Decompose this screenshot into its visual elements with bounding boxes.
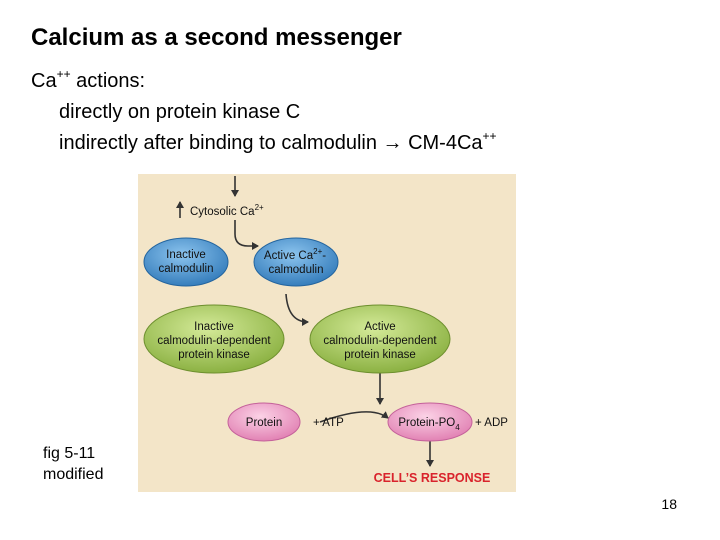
slide-title: Calcium as a second messenger xyxy=(31,24,402,51)
plus-adp-label: + ADP xyxy=(475,417,508,429)
calcium-pathway-figure: Cytosolic Ca2+ Inactive calmodulin Activ… xyxy=(138,174,516,492)
indirect-text: indirectly after binding to calmodulin xyxy=(59,132,383,154)
inactive-kinase-node: Inactive calmodulin-dependent protein ki… xyxy=(143,304,285,374)
protein-po4-node: Protein-PO4 xyxy=(387,402,473,442)
slide-body: Ca++ actions: directly on protein kinase… xyxy=(31,66,497,159)
body-line-direct: directly on protein kinase C xyxy=(59,101,301,123)
arrow-protein-to-po4 xyxy=(319,411,389,423)
body-line-ca-actions: Ca++ actions: xyxy=(31,66,497,97)
inactive-calmodulin-node: Inactive calmodulin xyxy=(143,237,229,287)
svg-text:protein kinase: protein kinase xyxy=(344,349,416,361)
svg-text:Protein: Protein xyxy=(246,417,282,429)
plus-atp-label: + ATP xyxy=(313,417,344,429)
svg-text:protein kinase: protein kinase xyxy=(178,349,250,361)
svg-text:Inactive: Inactive xyxy=(194,321,234,333)
caption-line-modified: modified xyxy=(43,466,104,483)
svg-text:calmodulin-dependent: calmodulin-dependent xyxy=(157,335,271,347)
cells-response-label: CELL’S RESPONSE xyxy=(374,471,491,485)
body-line-indirect: indirectly after binding to calmodulin →… xyxy=(31,128,497,159)
cytosolic-ca-label: Cytosolic Ca2+ xyxy=(190,203,264,218)
arrow-kinase-activation xyxy=(285,293,309,326)
svg-text:Protein-PO4: Protein-PO4 xyxy=(398,417,460,432)
right-arrow-icon: → xyxy=(382,132,403,154)
svg-text:Active: Active xyxy=(364,321,395,333)
active-kinase-node: Active calmodulin-dependent protein kina… xyxy=(309,304,451,374)
svg-text:calmodulin: calmodulin xyxy=(269,264,324,276)
active-calmodulin-node: Active Ca2+- calmodulin xyxy=(253,237,339,287)
ca-text: Ca xyxy=(31,70,57,92)
ca-superscript: ++ xyxy=(56,67,71,81)
pathway-diagram: Cytosolic Ca2+ Inactive calmodulin Activ… xyxy=(138,174,516,492)
caption-line-fig: fig 5-11 xyxy=(43,445,96,462)
cm-text: CM-4Ca xyxy=(402,132,483,154)
protein-node: Protein xyxy=(227,402,301,442)
arrow-binding xyxy=(234,220,259,250)
page-number: 18 xyxy=(661,496,677,512)
actions-text: actions: xyxy=(70,70,146,92)
svg-text:Active Ca2+-: Active Ca2+- xyxy=(264,247,326,262)
svg-text:Inactive: Inactive xyxy=(166,249,206,261)
cm-superscript: ++ xyxy=(482,129,497,143)
figure-caption: fig 5-11 modified xyxy=(43,443,103,485)
svg-text:calmodulin: calmodulin xyxy=(159,263,214,275)
svg-text:calmodulin-dependent: calmodulin-dependent xyxy=(323,335,437,347)
